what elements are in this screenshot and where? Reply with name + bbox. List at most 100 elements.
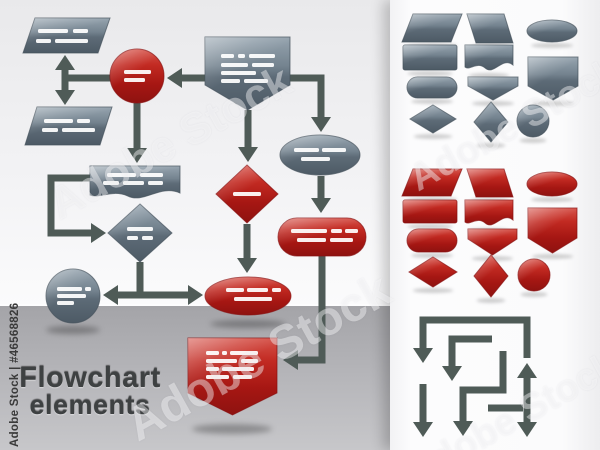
io-parallelogram-bottom-gloss bbox=[25, 107, 112, 145]
terminator-ellipse-red-text-bar bbox=[247, 288, 268, 292]
palette-red-ellipse-gloss bbox=[527, 172, 577, 196]
arrow-banner-to-red-circle-head bbox=[167, 68, 182, 88]
palette-arrow-hook-small-head bbox=[442, 366, 462, 381]
floor-edge-highlight bbox=[0, 304, 390, 306]
palette-gray-document-gloss bbox=[465, 45, 513, 70]
palette-gray-banner-large-gloss bbox=[528, 57, 578, 100]
process-banner-top-text-bar bbox=[221, 63, 248, 67]
io-parallelogram-bottom-text-bar bbox=[44, 119, 73, 123]
end-banner-red-text-bar bbox=[206, 359, 237, 363]
palette-arrow-straight-head bbox=[413, 422, 433, 437]
title-line-1: Flowchart bbox=[19, 362, 161, 394]
palette-red-document-gloss bbox=[465, 200, 513, 225]
palette-arrow-double-vertical-head bbox=[517, 363, 537, 378]
palette-shadow bbox=[407, 224, 453, 229]
flowchart-connectors bbox=[47, 55, 331, 370]
shape-shadows bbox=[46, 43, 574, 434]
flowchart-shapes bbox=[22, 17, 367, 416]
floor-shadow bbox=[210, 320, 286, 328]
watermark-id-text: Adobe Stock | #46568826 bbox=[9, 302, 21, 447]
arrow-red-circle-to-document-head bbox=[127, 148, 147, 163]
end-banner-red-gloss bbox=[188, 338, 277, 415]
image-title: Flowchart elements bbox=[6, 362, 174, 421]
end-banner-red-text-bar bbox=[222, 351, 227, 355]
floor-shadow bbox=[192, 424, 272, 434]
palette-red-circle-gloss bbox=[518, 259, 550, 291]
floor-shadow bbox=[46, 326, 100, 334]
end-banner-red-text-bar bbox=[206, 375, 229, 379]
connector-circle-gray-text-bar bbox=[57, 301, 74, 305]
arrow-gray-diamond-split-head bbox=[103, 285, 118, 305]
terminator-stadium-red-text-bar bbox=[330, 238, 353, 242]
arrow-banner-to-gray-ellipse bbox=[290, 74, 325, 117]
palette-gray-diamond-gloss bbox=[474, 102, 508, 142]
end-banner-red-text-bar bbox=[222, 367, 254, 371]
io-parallelogram-top-text-bar bbox=[38, 29, 68, 33]
palette-shadow bbox=[532, 101, 574, 106]
process-banner-top-text-bar bbox=[244, 79, 268, 83]
palette-red-parallelogram-left-gloss bbox=[467, 169, 513, 197]
io-parallelogram-top-text-bar bbox=[55, 39, 88, 43]
connector-circle-red-gloss bbox=[110, 49, 164, 103]
palette-red-banner-large-gloss bbox=[528, 208, 577, 253]
io-parallelogram-top-gloss bbox=[23, 18, 110, 53]
terminator-ellipse-red-text-bar bbox=[234, 297, 272, 301]
arrow-banner-to-red-diamond-head bbox=[238, 147, 258, 162]
title-line-2: elements bbox=[29, 390, 151, 421]
terminator-stadium-red-text-bar bbox=[291, 229, 327, 233]
palette-red-rectangle-gloss bbox=[403, 200, 457, 223]
document-shape-text-bar bbox=[148, 181, 163, 185]
connector-circle-red-text-bar bbox=[124, 78, 145, 82]
connector-circle-red-text-bar bbox=[124, 70, 151, 74]
palette-gray-rectangle-gloss bbox=[403, 45, 457, 70]
palette-red-stadium-gloss bbox=[407, 229, 457, 252]
palette-arrow-hook-small bbox=[448, 335, 492, 366]
arrow-gray-diamond-split-head bbox=[188, 285, 203, 305]
palette-red-diamond-gloss bbox=[474, 255, 508, 297]
palette-gray-parallelogram-left-gloss bbox=[467, 14, 513, 43]
process-banner-top-text-bar bbox=[249, 54, 275, 58]
io-parallelogram-bottom-text-bar bbox=[42, 128, 58, 132]
palette-arrows bbox=[413, 316, 537, 437]
terminator-stadium-red-text-bar bbox=[345, 229, 358, 233]
palette-red-diamond-wide-gloss bbox=[409, 257, 457, 287]
arrow-gray-diamond-split bbox=[117, 262, 189, 299]
palette-gray-banner-flat-gloss bbox=[468, 77, 518, 100]
terminator-ellipse-gray-text-bar bbox=[322, 148, 346, 152]
process-banner-top-text-bar bbox=[252, 63, 274, 67]
palette-shadow bbox=[531, 254, 574, 259]
palette-shadow bbox=[476, 298, 506, 303]
terminator-ellipse-gray-text-bar bbox=[294, 148, 319, 152]
arrow-stadium-to-end-banner bbox=[297, 256, 326, 364]
connector-circle-gray-text-bar bbox=[85, 287, 91, 291]
io-parallelogram-top-text-bar bbox=[36, 39, 51, 43]
palette-shadow bbox=[411, 99, 453, 104]
palette-gray-diamond-wide-gloss bbox=[410, 105, 456, 133]
terminator-stadium-red-text-bar bbox=[297, 238, 326, 242]
palette-shapes bbox=[401, 13, 579, 298]
io-parallelogram-top-text-bar bbox=[73, 29, 88, 33]
terminator-ellipse-red-text-bar bbox=[272, 288, 281, 292]
palette-arrow-double-vertical bbox=[488, 377, 531, 422]
arrow-banner-to-gray-ellipse-head bbox=[311, 117, 331, 132]
arrow-red-diamond-to-red-ellipse-head bbox=[237, 258, 257, 273]
connector-circle-gray-text-bar bbox=[57, 287, 82, 291]
arrow-gray-ellipse-to-stadium-head bbox=[311, 198, 331, 213]
document-shape-text-bar bbox=[140, 173, 163, 177]
arrow-stadium-to-end-banner-head bbox=[283, 350, 298, 370]
terminator-ellipse-gray-text-bar bbox=[301, 157, 330, 161]
decision-diamond-gray-text-bar bbox=[142, 236, 153, 240]
palette-gray-stadium-gloss bbox=[407, 77, 457, 98]
palette-shadow bbox=[472, 101, 514, 106]
process-banner-top-text-bar bbox=[238, 54, 245, 58]
end-banner-red-text-bar bbox=[233, 375, 252, 379]
decision-diamond-gray-text-bar bbox=[127, 227, 153, 231]
terminator-stadium-red-gloss bbox=[278, 218, 366, 256]
palette-shadow bbox=[520, 292, 548, 297]
palette-shadow bbox=[531, 43, 573, 48]
decision-diamond-gray-gloss bbox=[108, 204, 172, 262]
connector-circle-gray-text-bar bbox=[57, 294, 86, 298]
palette-arrow-double-vertical-head bbox=[517, 422, 537, 437]
